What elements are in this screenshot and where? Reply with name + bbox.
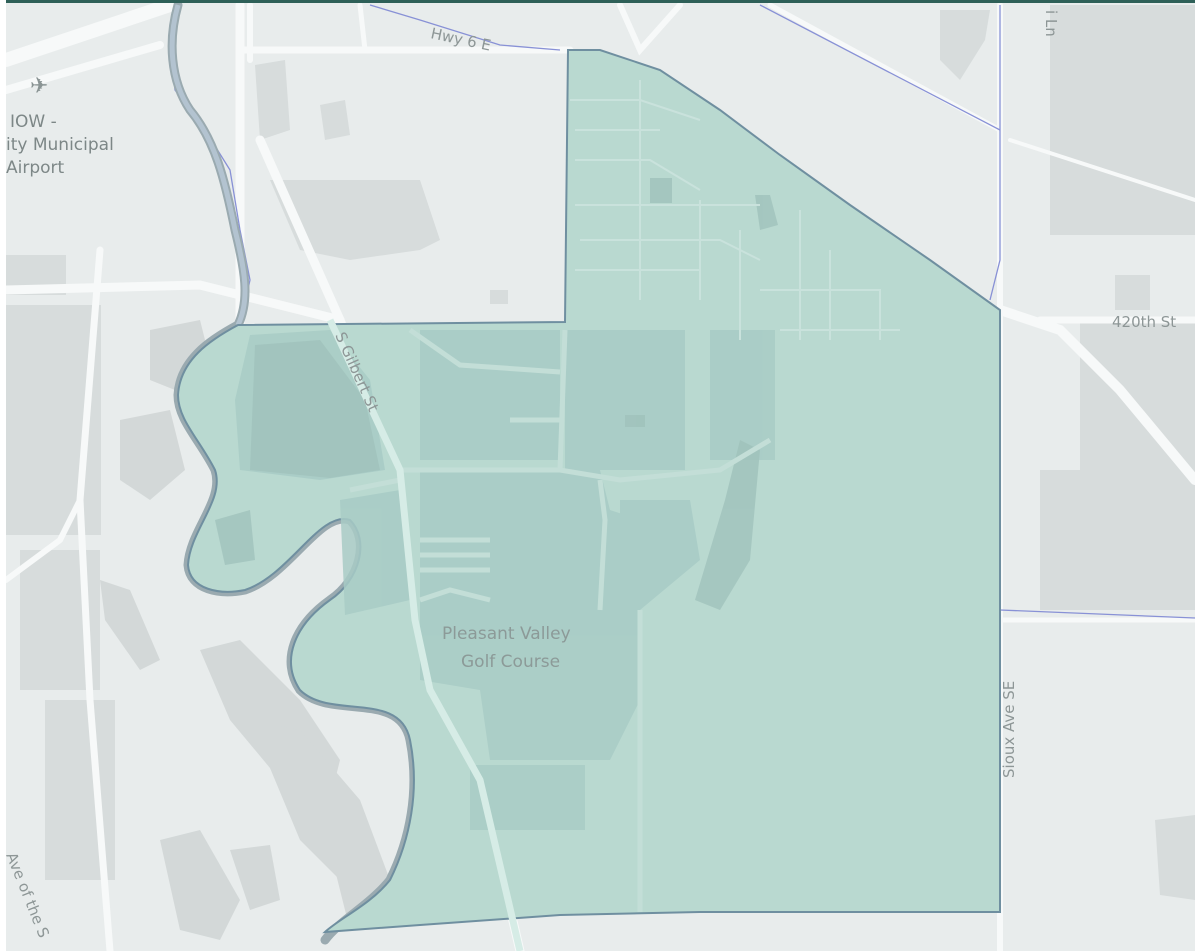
gilbert-st-road xyxy=(326,318,524,951)
land-parcels xyxy=(6,5,1195,900)
region-roads xyxy=(349,327,772,912)
riverbank-patches xyxy=(100,320,390,940)
golf-course-label-line2: Golf Course xyxy=(461,652,560,672)
airport-label-line3: Airport xyxy=(6,158,65,178)
sioux-ave-label: Sioux Ave SE xyxy=(1000,681,1018,778)
airport-label-line2: ity Municipal xyxy=(6,135,114,155)
region-greens xyxy=(215,178,778,610)
lane-label-partial: i Ln xyxy=(1042,10,1060,37)
golf-course-label-line1: Pleasant Valley xyxy=(442,624,571,644)
airplane-icon: ✈ xyxy=(30,74,48,99)
residential-streets xyxy=(570,80,900,340)
left-border xyxy=(0,0,6,951)
airport-label-group: ✈ IOW - ity Municipal Airport xyxy=(6,74,114,178)
river-inner xyxy=(169,4,248,327)
top-border xyxy=(0,0,1195,3)
airport-label-line1: IOW - xyxy=(10,112,57,132)
420th-st-label: 420th St xyxy=(1112,313,1176,331)
